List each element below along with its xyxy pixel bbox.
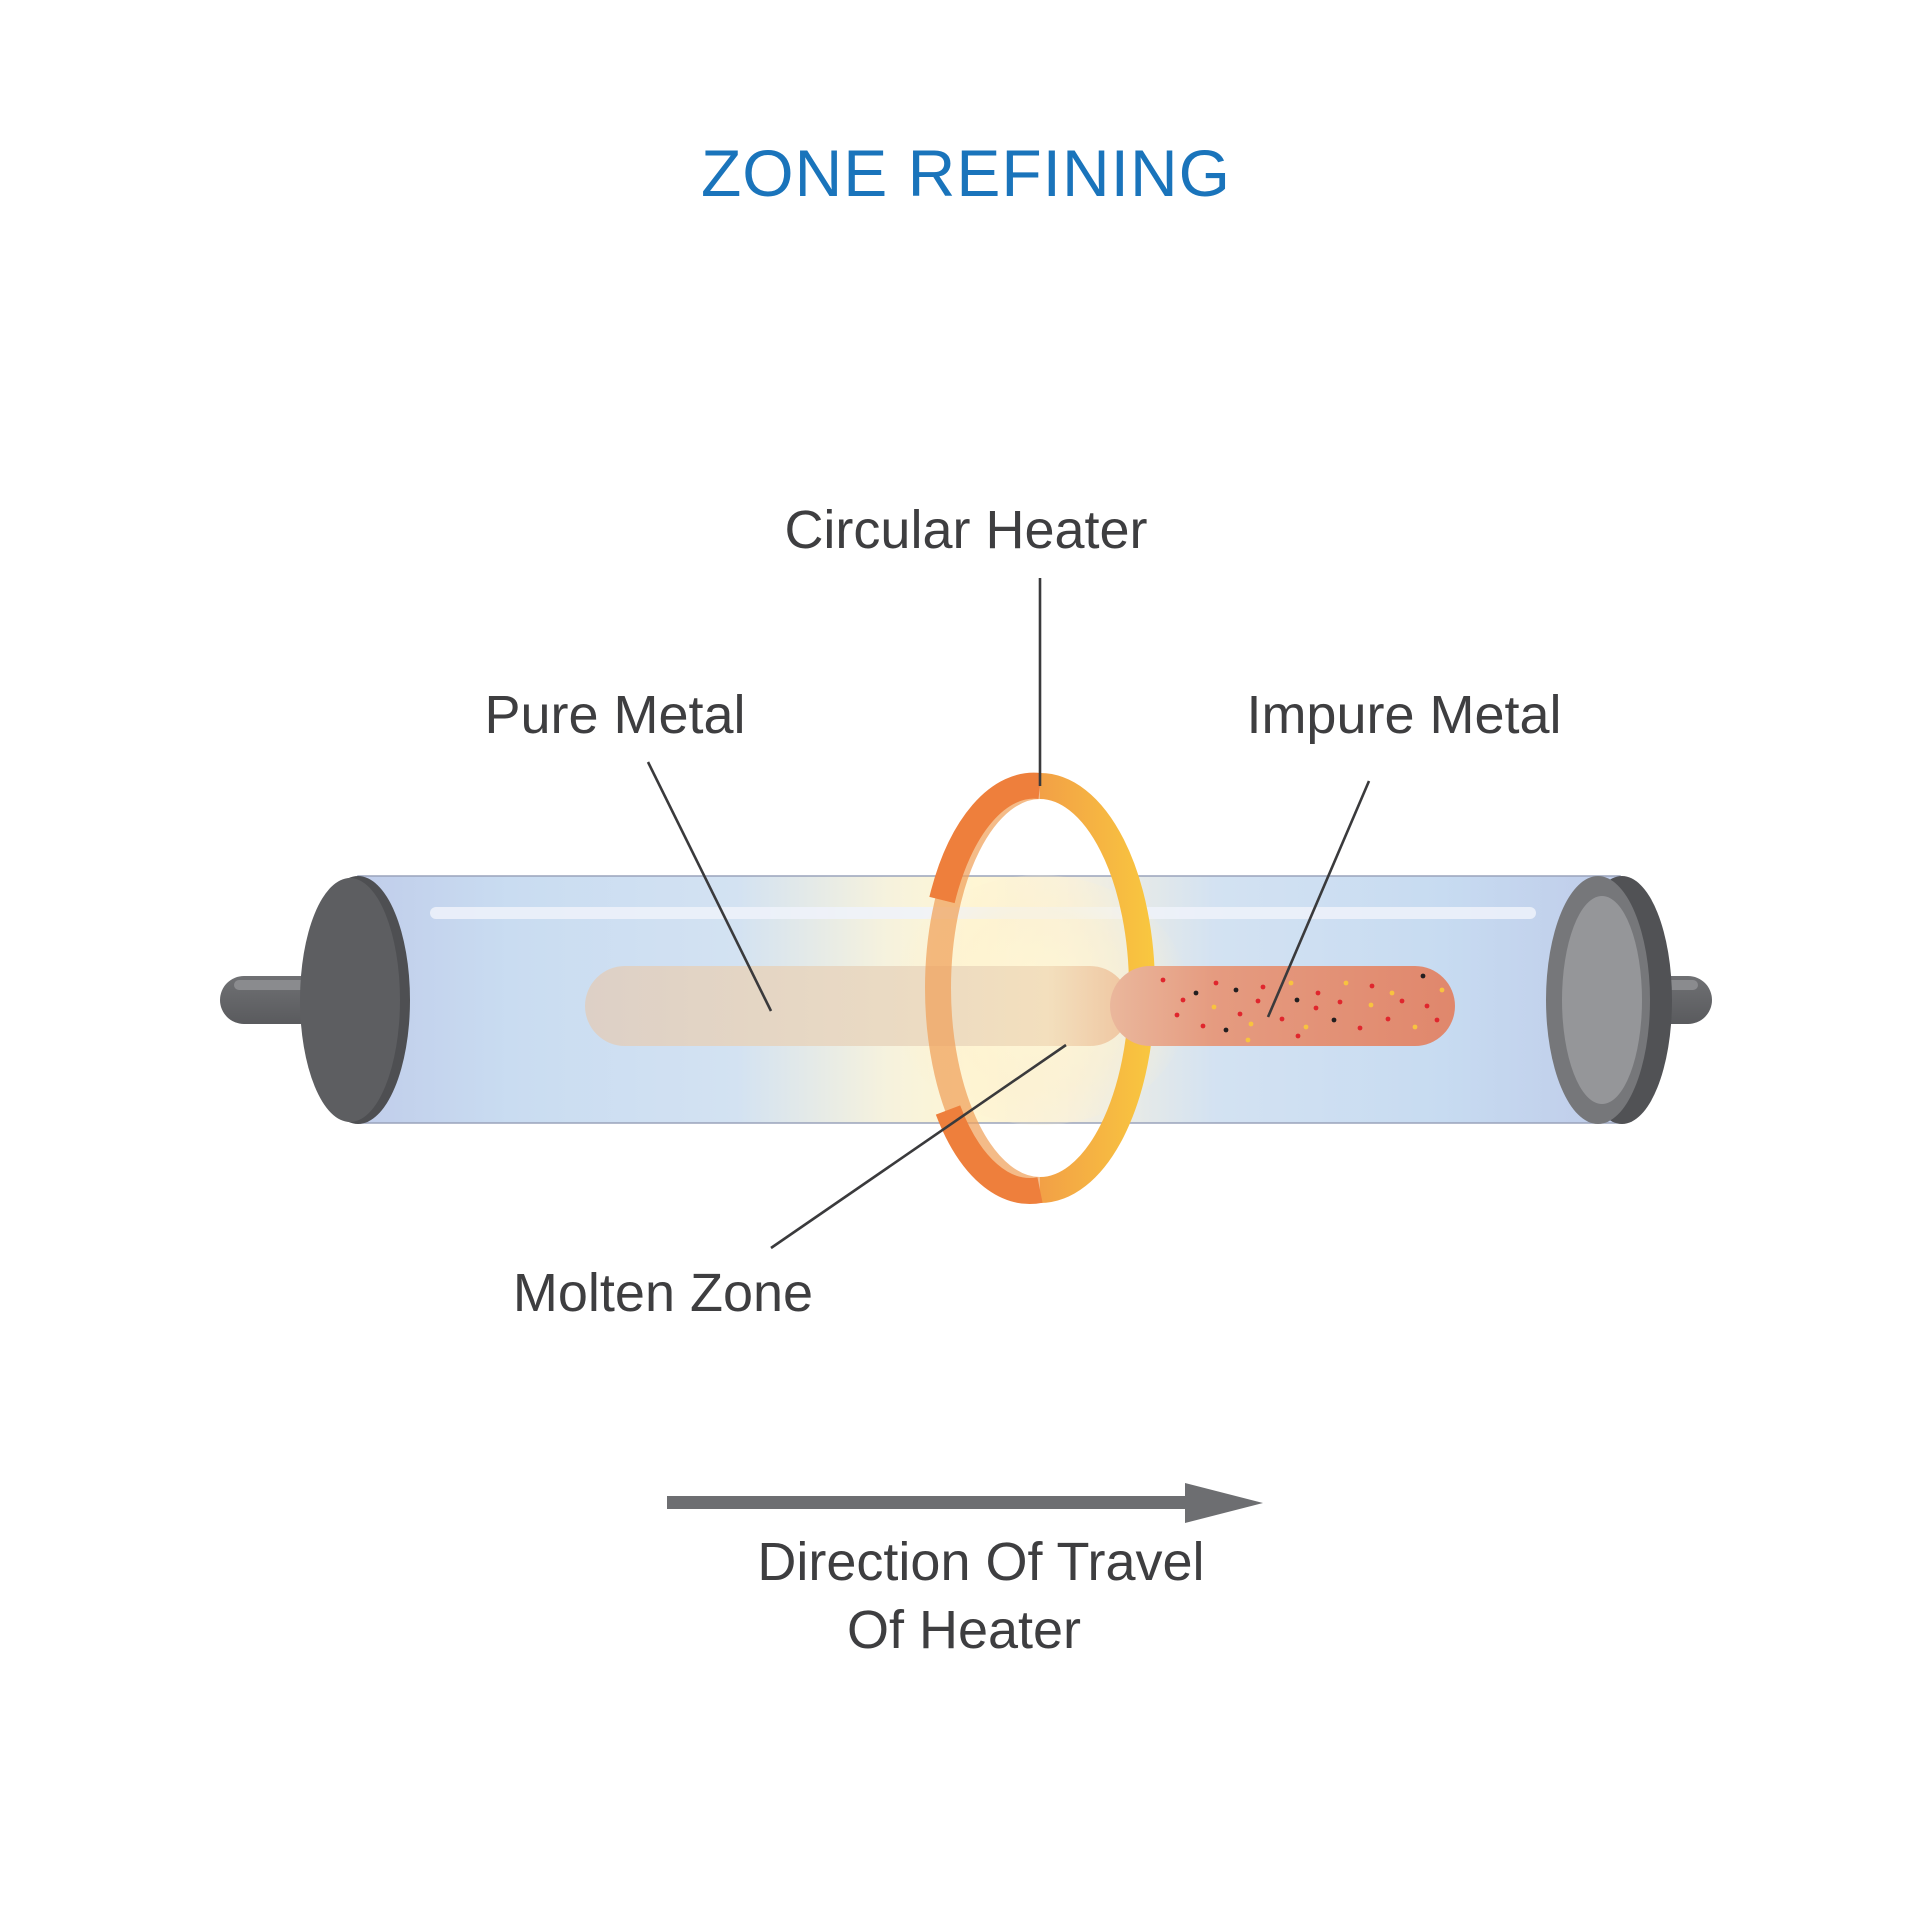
circular-heater-front-lower <box>935 1105 1043 1205</box>
impure-metal-rod <box>1110 966 1455 1046</box>
pure-metal-rod <box>585 966 1130 1046</box>
circular-heater-label: Circular Heater <box>784 500 1147 560</box>
impure-metal-label: Impure Metal <box>1246 685 1561 745</box>
right-end-cap <box>1546 876 1672 1124</box>
direction-label-line2: Of Heater <box>847 1600 1081 1660</box>
page-title: ZONE REFINING <box>701 136 1231 210</box>
direction-label-line1: Direction Of Travel <box>757 1532 1204 1592</box>
right-arrow-icon <box>667 1483 1263 1523</box>
molten-zone-leader-line <box>770 1043 1067 1250</box>
pure-metal-leader-line <box>646 761 773 1012</box>
impure-metal-leader-line <box>1266 780 1371 1018</box>
impurity-dots <box>1160 973 1445 1043</box>
pure-metal-label: Pure Metal <box>484 685 745 745</box>
molten-zone-label: Molten Zone <box>513 1263 813 1323</box>
left-end-cap <box>300 876 410 1124</box>
circular-heater-front-upper <box>929 772 1042 904</box>
